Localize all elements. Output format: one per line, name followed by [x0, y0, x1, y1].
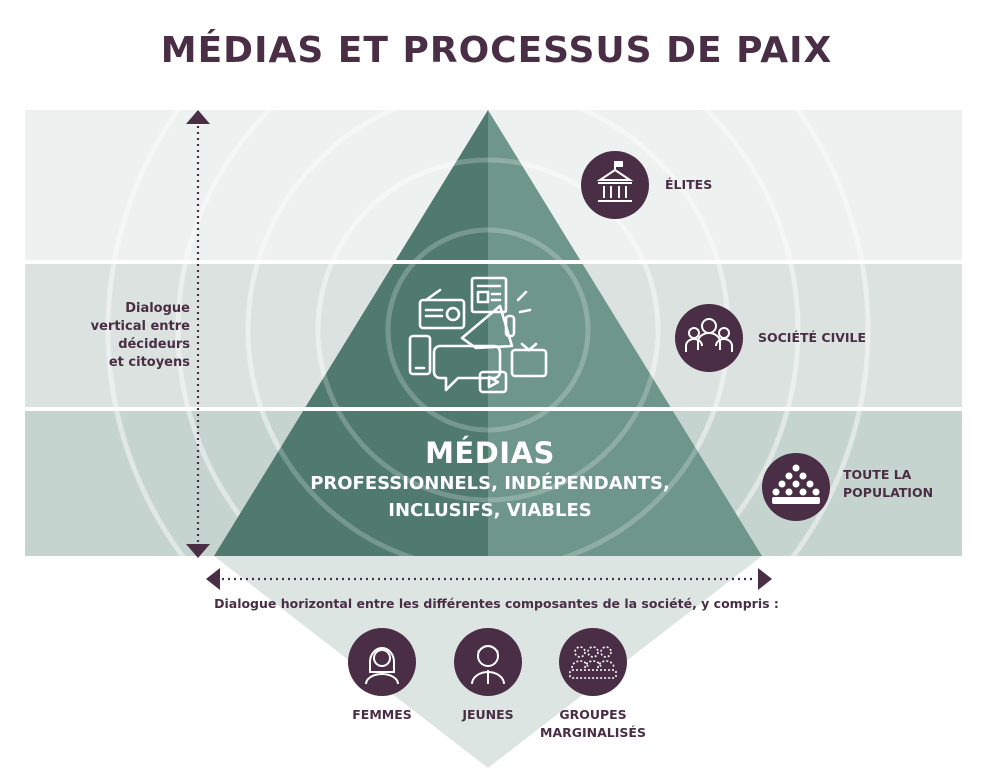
tier-label-civil-society: SOCIÉTÉ CIVILE: [758, 330, 867, 345]
group-label-women: FEMMES: [352, 707, 412, 722]
group-label-marginalized: GROUPES MARGINALISÉS: [540, 707, 646, 740]
tier-label-elites: ÉLITES: [665, 177, 713, 192]
media-cluster-icon: [408, 276, 548, 394]
crowd-icon: [762, 453, 830, 521]
group-label-youth: JEUNES: [462, 707, 514, 722]
tier-label-population: TOUTE LA POPULATION: [843, 467, 934, 500]
page-title: MÉDIAS ET PROCESSUS DE PAIX: [160, 30, 833, 71]
people-group-icon: [675, 304, 743, 372]
government-building-icon: [581, 151, 649, 219]
vertical-dialogue-label: Dialogue vertical entre décideurs et cit…: [90, 301, 190, 370]
media-subtitle: PROFESSIONNELS, INDÉPENDANTS, INCLUSIFS,…: [310, 473, 670, 521]
young-man-icon: [454, 628, 522, 696]
marginalized-group-icon: [559, 628, 627, 696]
woman-icon: [348, 628, 416, 696]
horizontal-dialogue-label: Dialogue horizontal entre les différente…: [214, 596, 779, 611]
vertical-arrow: [186, 110, 210, 558]
horizontal-arrow: [206, 568, 772, 590]
media-title: MÉDIAS: [425, 436, 555, 470]
